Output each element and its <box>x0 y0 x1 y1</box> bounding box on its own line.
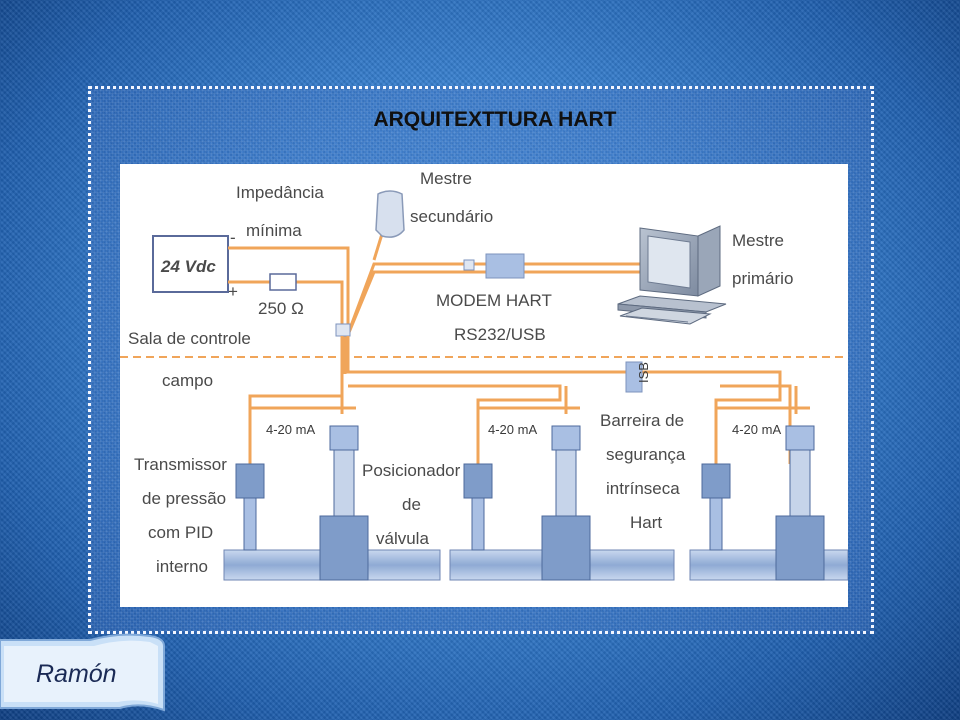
author-tab <box>0 633 165 712</box>
diagram-svg: 24 Vdc - + 250 Ω Impedância mínima Mestr… <box>120 169 848 581</box>
supply-plus: + <box>228 282 238 301</box>
instrument-set-3 <box>689 425 848 581</box>
secondary-master-label-2: secundário <box>410 207 493 226</box>
secondary-master-device <box>375 190 405 238</box>
resistor <box>269 273 297 291</box>
barrier-label-1: Barreira de <box>600 411 684 430</box>
impedance-label-1: Impedância <box>236 183 324 202</box>
instrument-set-2 <box>449 425 675 581</box>
isb-barrier <box>625 361 643 393</box>
secondary-master-label-1: Mestre <box>420 169 472 188</box>
barrier-label-4: Hart <box>630 513 662 532</box>
positioner-label-3: válvula <box>376 529 429 548</box>
current-loop-label-2: 4-20 mA <box>488 422 537 437</box>
power-supply-box <box>152 235 229 293</box>
author-name: Ramón <box>36 660 117 688</box>
instrument-set-1 <box>223 425 441 581</box>
positioner-label-2: de <box>402 495 421 514</box>
slide-title: ARQUITEXTTURA HART <box>373 108 617 131</box>
primary-master-label-1: Mestre <box>732 231 784 250</box>
isb-label: ISB <box>636 362 651 383</box>
transmitter-label-3: com PID <box>148 523 213 542</box>
modem-connector <box>463 259 475 271</box>
control-room-label: Sala de controle <box>128 329 251 348</box>
barrier-label-3: intrínseca <box>606 479 680 498</box>
modem-label-2: RS232/USB <box>454 325 546 344</box>
barrier-label-2: segurança <box>606 445 686 464</box>
current-loop-label-3: 4-20 mA <box>732 422 781 437</box>
primary-master-label-2: primário <box>732 269 793 288</box>
transmitter-label-4: interno <box>156 557 208 576</box>
resistor-label: 250 Ω <box>258 299 304 318</box>
primary-master-computer <box>617 225 727 325</box>
current-loop-label-1: 4-20 mA <box>266 422 315 437</box>
impedance-label-2: mínima <box>246 221 302 240</box>
supply-minus: - <box>230 228 236 247</box>
hart-architecture-diagram: 24 Vdc - + 250 Ω Impedância mínima Mestr… <box>120 164 848 607</box>
modem-hart <box>485 253 525 279</box>
modem-label-1: MODEM HART <box>436 291 552 310</box>
transmitter-label-1: Transmissor <box>134 455 227 474</box>
power-supply-label: 24 Vdc <box>160 257 216 276</box>
positioner-label-1: Posicionador <box>362 461 461 480</box>
junction-box <box>335 323 351 337</box>
transmitter-label-2: de pressão <box>142 489 226 508</box>
field-label: campo <box>162 371 213 390</box>
